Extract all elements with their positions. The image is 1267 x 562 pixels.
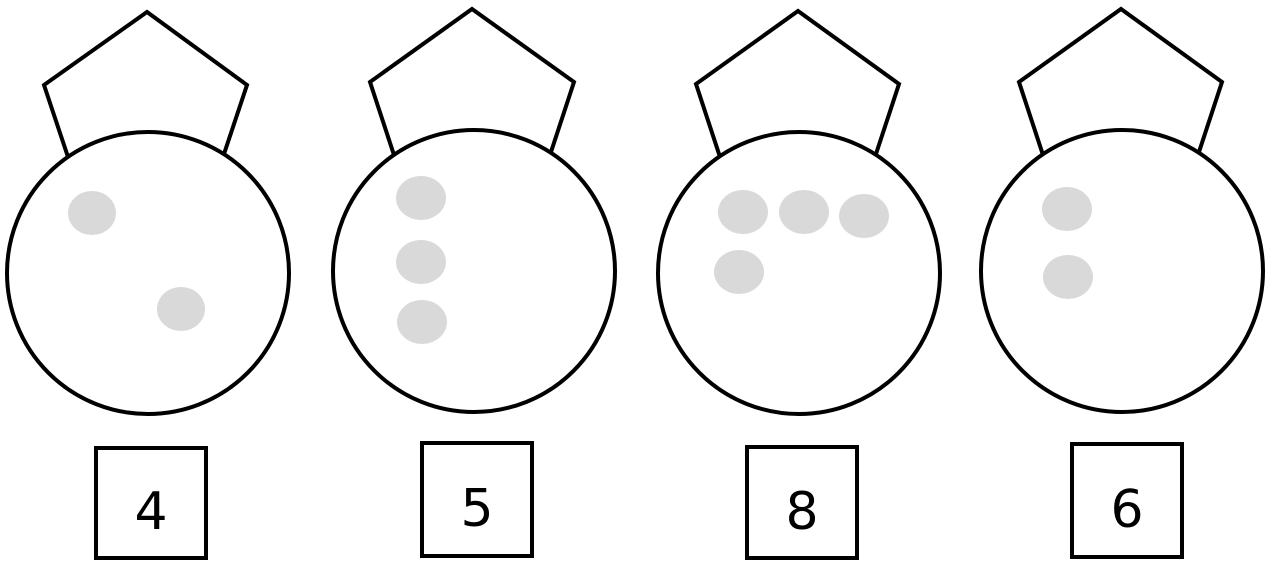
figure-2: 5 — [333, 9, 615, 556]
body-circle — [7, 132, 289, 414]
dot — [396, 176, 446, 220]
dot — [68, 191, 116, 235]
dot — [1043, 255, 1093, 299]
dot — [718, 190, 768, 234]
dot — [396, 240, 446, 284]
figure-3: 8 — [658, 11, 940, 558]
dot — [779, 190, 829, 234]
dot — [714, 250, 764, 294]
dot — [1042, 187, 1092, 231]
body-circle — [981, 130, 1263, 412]
number-label: 4 — [134, 482, 167, 542]
body-circle — [333, 130, 615, 412]
dot — [157, 287, 205, 331]
figure-4: 6 — [981, 9, 1263, 557]
body-circle — [658, 132, 940, 414]
number-label: 5 — [460, 479, 493, 539]
dot — [397, 300, 447, 344]
figure-1: 4 — [7, 12, 289, 558]
number-label: 6 — [1110, 480, 1143, 540]
number-label: 8 — [785, 482, 818, 542]
dot — [839, 194, 889, 238]
